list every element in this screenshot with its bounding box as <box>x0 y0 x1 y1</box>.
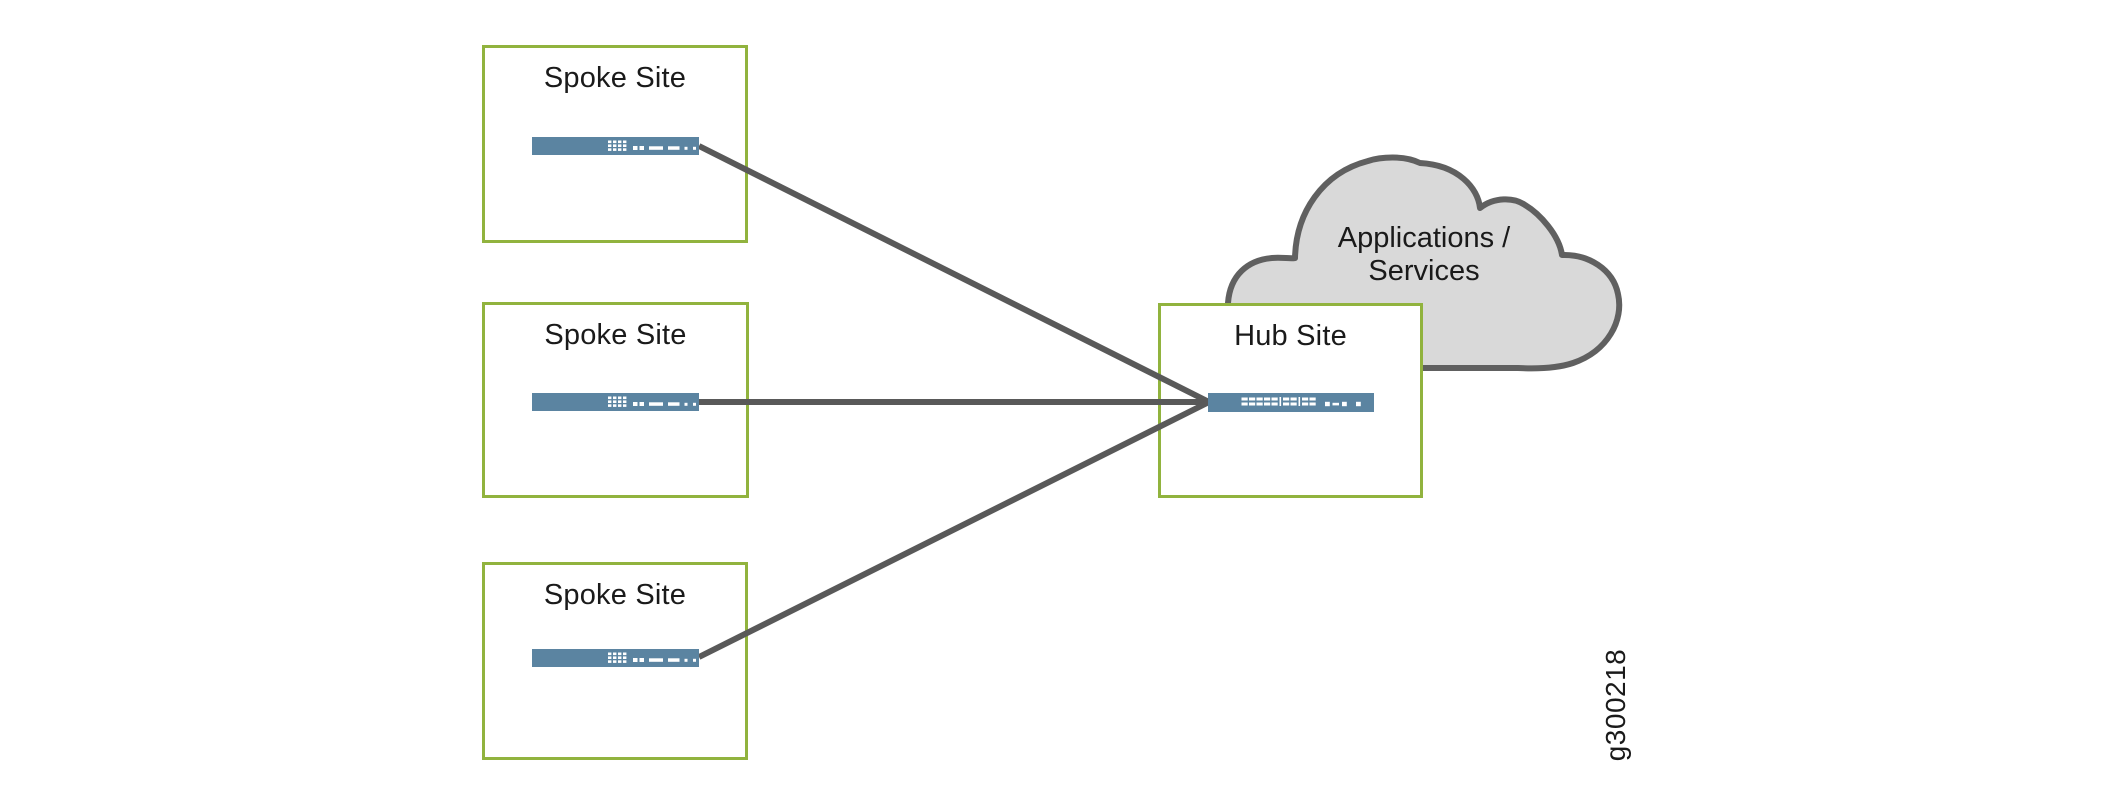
network-switch-icon <box>532 649 699 667</box>
spoke-site-label: Spoke Site <box>543 62 687 94</box>
spoke-site-label: Spoke Site <box>544 319 687 351</box>
link-spoke3-hub <box>697 399 1211 660</box>
network-switch-icon <box>1208 393 1374 412</box>
cloud-label-line1: Applications / <box>1337 222 1511 254</box>
hub-site-label: Hub Site <box>1234 320 1347 352</box>
figure-id-watermark: g300218 <box>1600 648 1631 762</box>
link-spoke1-hub <box>697 143 1211 405</box>
network-switch-icon <box>532 393 699 411</box>
spoke-site-label: Spoke Site <box>543 579 687 611</box>
cloud-label: Applications / Services <box>1264 222 1584 288</box>
network-switch-icon <box>532 137 699 155</box>
cloud-label-line2: Services <box>1368 255 1480 287</box>
